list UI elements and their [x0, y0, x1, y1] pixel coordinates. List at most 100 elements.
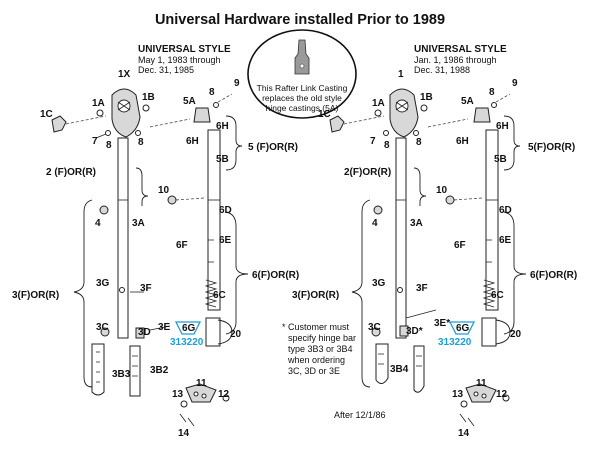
right-knob-10: [445, 195, 455, 205]
left-label-5: 5 (F)OR(R): [248, 142, 298, 153]
right-date-end: Dec. 31, 1988: [414, 65, 470, 75]
page-title: Universal Hardware installed Prior to 19…: [155, 12, 445, 28]
right-bracket-11: [465, 383, 497, 403]
right-label-5b: 5B: [494, 154, 507, 165]
right-tube-2: [395, 137, 407, 339]
left-hinge-bar-3b2: [129, 345, 141, 397]
right-label-6e: 6E: [499, 235, 512, 246]
left-label-6g: 6G: [182, 323, 196, 334]
right-hinge-bar-3b4-b: [413, 345, 425, 393]
left-label-3a: 3A: [132, 218, 145, 229]
left-plug-4: [99, 205, 109, 215]
left-label-3f: 3F: [140, 283, 152, 294]
left-clip-6g: [174, 321, 202, 335]
left-tube-2: [117, 137, 129, 339]
left-label-3g: 3G: [96, 278, 110, 289]
left-label-1b: 1B: [142, 92, 155, 103]
ordering-note: * Customer must specify hinge bar type 3…: [282, 322, 356, 376]
left-label-1c: 1C: [40, 109, 53, 120]
left-hinge-5a: [193, 107, 211, 123]
right-label-6: 6(F)OR(R): [530, 270, 577, 281]
left-rafter-tube-5: [207, 129, 221, 311]
left-latch-20: [205, 317, 221, 347]
right-label-6d: 6D: [499, 205, 512, 216]
right-label-10: 10: [436, 185, 448, 196]
left-label-3c: 3C: [96, 322, 109, 333]
right-label-1b: 1B: [420, 92, 433, 103]
right-label-3c: 3C: [368, 322, 381, 333]
left-label-10: 10: [158, 185, 170, 196]
right-label-3e: 3E*: [434, 318, 450, 329]
note-line-4: when ordering: [287, 355, 345, 365]
left-label-8a: 8: [106, 140, 112, 151]
left-washer-1b: [142, 104, 150, 112]
left-label-11: 11: [196, 378, 207, 389]
rafter-link-casting-icon: [294, 39, 310, 75]
right-label-8b: 8: [416, 137, 422, 148]
right-label-6h-1: 6H: [496, 121, 509, 132]
callout-line-1: This Rafter Link Casting: [257, 83, 348, 93]
right-label-8a: 8: [384, 140, 390, 151]
left-style-heading: UNIVERSAL STYLE: [138, 44, 231, 55]
right-washer-1a: [374, 109, 382, 117]
right-label-12: 12: [496, 389, 508, 400]
left-label-8b: 8: [138, 137, 144, 148]
right-label-1: 1: [398, 69, 404, 80]
left-label-9: 9: [234, 78, 240, 89]
right-label-6f: 6F: [454, 240, 466, 251]
right-label-1c: 1C: [318, 109, 331, 120]
right-label-9: 9: [512, 78, 518, 89]
right-label-3f: 3F: [416, 283, 428, 294]
left-label-6d: 6D: [219, 205, 232, 216]
note-line-2: specify hinge bar: [288, 333, 356, 343]
left-label-1a: 1A: [92, 98, 105, 109]
left-label-5b: 5B: [216, 154, 229, 165]
right-clip-6g: [448, 321, 476, 335]
right-washer-1b: [420, 104, 428, 112]
right-rafter-tube-5: [485, 129, 499, 311]
left-label-3e: 3E: [158, 322, 171, 333]
left-spring-6c: [204, 279, 218, 308]
right-part-number: 313220: [438, 337, 472, 348]
right-bracket-3d: [399, 325, 409, 337]
right-label-7: 7: [370, 136, 376, 147]
right-hinge-5a: [473, 107, 491, 123]
right-label-6g: 6G: [456, 323, 470, 334]
left-date-end: Dec. 31, 1985: [138, 65, 194, 75]
left-bracket-11: [185, 383, 217, 403]
callout-line-2: replaces the old style: [262, 93, 342, 103]
right-label-3b4: 3B4: [390, 364, 409, 375]
after-date-note: After 12/1/86: [334, 410, 386, 420]
left-hinge-casting: [111, 88, 141, 138]
right-washer-3c: [371, 327, 381, 337]
left-label-3d: 3D: [138, 327, 151, 338]
right-label-3g: 3G: [372, 278, 386, 289]
left-label-7: 7: [92, 136, 98, 147]
right-spring-6c: [482, 279, 496, 308]
right-label-5: 5(F)OR(R): [528, 142, 575, 153]
left-bracket-3d: [135, 327, 145, 339]
right-assembly: UNIVERSAL STYLE Jan. 1, 1986 through Dec…: [292, 44, 577, 439]
right-plug-4: [373, 205, 383, 215]
callout-line-3: hinge castings (5A): [266, 103, 339, 113]
left-label-1x: 1X: [118, 69, 131, 80]
left-knob-10: [167, 195, 177, 205]
left-washer-1a: [96, 109, 104, 117]
right-latch-20: [481, 317, 497, 347]
left-label-13: 13: [172, 389, 184, 400]
left-label-12: 12: [218, 389, 230, 400]
left-assembly: UNIVERSAL STYLE May 1, 1983 through Dec.…: [12, 44, 299, 439]
right-label-2: 2(F)OR(R): [344, 167, 391, 178]
right-label-13: 13: [452, 389, 464, 400]
left-label-3b3: 3B3: [112, 369, 131, 380]
right-style-heading: UNIVERSAL STYLE: [414, 44, 507, 55]
left-label-20: 20: [230, 329, 242, 340]
left-label-6h-1: 6H: [216, 121, 229, 132]
left-label-14: 14: [178, 428, 190, 439]
right-label-1a: 1A: [372, 98, 385, 109]
right-label-3: 3(F)OR(R): [292, 290, 339, 301]
left-hinge-bar-3b3: [91, 343, 105, 396]
left-label-6: 6(F)OR(R): [252, 270, 299, 281]
right-hinge-casting: [389, 88, 419, 138]
